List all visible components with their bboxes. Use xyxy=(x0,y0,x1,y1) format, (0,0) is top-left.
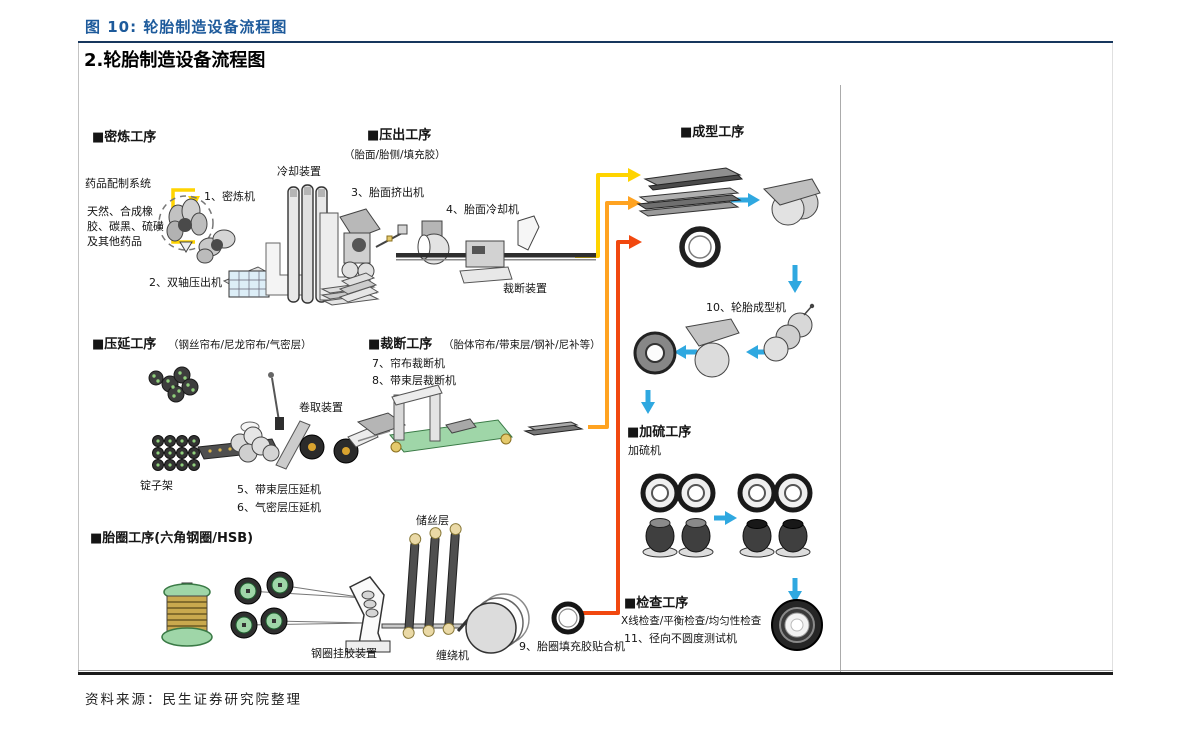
calender-rollers-illustration xyxy=(230,421,280,463)
tread-extruder-illustration xyxy=(338,208,408,303)
belt-calender-label: 5、带束层压延机 xyxy=(237,483,321,496)
bead-wheels-illustration xyxy=(230,571,376,639)
flow-line-red xyxy=(583,240,629,615)
frame-bottom-rule xyxy=(78,672,1113,675)
image-edge-rule xyxy=(840,85,841,673)
cutting-device-label: 裁断装置 xyxy=(503,282,547,295)
twin-extruder-label: 2、双轴压出机 xyxy=(149,276,222,289)
belt-cutter-label: 8、带束层裁断机 xyxy=(372,374,456,387)
bead-coater-illustration xyxy=(345,576,463,653)
section-title-inspection: ■检查工序 xyxy=(624,596,689,611)
twin-extruder-illustration xyxy=(196,229,276,298)
bead-coater-label: 钢圈挂胶装置 xyxy=(311,647,377,660)
bead-ring-illustration xyxy=(551,601,585,635)
bead-spool-illustration xyxy=(161,582,213,647)
vulcanizer-label: 加硫机 xyxy=(628,444,661,457)
wire-storage-illustration xyxy=(402,523,474,639)
section-heading: 2.轮胎制造设备流程图 xyxy=(84,50,266,71)
flow-arrowhead-orange xyxy=(628,196,641,210)
section-title-calendering: ■压延工序 xyxy=(92,337,157,352)
tread-extruder-label: 3、胎面挤出机 xyxy=(351,186,424,199)
vulcanizer-illustration xyxy=(640,473,813,558)
materials-label: 天然、合成橡胶、碳黑、硫磺及其他药品 xyxy=(87,205,164,248)
inspection-methods-label: X线检查/平衡检查/均匀性检查 xyxy=(621,615,762,627)
spool-cluster-illustration xyxy=(148,366,284,430)
wire-storage-label: 储丝层 xyxy=(416,514,449,527)
mixer-illustration xyxy=(158,188,214,253)
tire-building-machine-illustration xyxy=(633,303,815,378)
section-sub-calendering: （钢丝帘布/尼龙帘布/气密层） xyxy=(168,339,312,351)
flowchart-canvas xyxy=(148,167,823,654)
section-title-bead: ■胎圈工序(六角钢圈/HSB) xyxy=(90,531,254,546)
flow-arrowhead-red xyxy=(629,235,642,249)
inspection-tire-illustration xyxy=(771,599,823,651)
cutter-illustration xyxy=(356,384,584,453)
section-title-cutting: ■裁断工序 xyxy=(368,337,433,352)
section-title-mixing: ■密炼工序 xyxy=(92,130,157,145)
figure-caption: 图 10: 轮胎制造设备流程图 xyxy=(85,18,288,36)
section-sub-extrusion: （胎面/胎侧/填充胶） xyxy=(344,149,446,161)
source-note: 资料来源：民生证券研究院整理 xyxy=(85,692,302,708)
cord-cutter-label: 7、帘布裁断机 xyxy=(372,357,445,370)
cooling-device-label: 冷却装置 xyxy=(277,165,321,178)
section-title-vulcanizing: ■加硫工序 xyxy=(627,425,692,440)
flow-line-orange xyxy=(588,201,628,429)
winding-machine-illustration xyxy=(465,593,530,654)
bead-filler-label: 9、胎圈填充胶贴合机 xyxy=(519,640,625,653)
cutting-device-illustration xyxy=(459,215,540,284)
molding-components-illustration xyxy=(636,167,821,268)
section-title-molding: ■成型工序 xyxy=(680,125,745,140)
mixer-label: 1、密炼机 xyxy=(204,190,255,203)
frame-left-rule xyxy=(78,43,79,673)
tread-cooler-label: 4、胎面冷却机 xyxy=(446,203,519,216)
innerliner-calender-label: 6、气密层压延机 xyxy=(237,501,321,514)
chemical-system-label: 药品配制系统 xyxy=(85,177,151,190)
winding-machine-label: 缠绕机 xyxy=(436,649,469,662)
caption-underline-rule xyxy=(78,41,1113,43)
frame-right-rule xyxy=(1112,43,1113,673)
roundness-tester-label: 11、径向不圆度测试机 xyxy=(624,632,737,645)
flow-arrowhead-yellow xyxy=(628,168,641,182)
section-sub-cutting: （胎体帘布/带束层/钢补/尼补等） xyxy=(443,339,601,351)
section-title-extrusion: ■压出工序 xyxy=(367,128,432,143)
winder-label: 卷取装置 xyxy=(299,401,343,414)
blue-arrows xyxy=(641,193,802,603)
frame-bottom-thin-rule xyxy=(78,670,1113,671)
tire-building-label: 10、轮胎成型机 xyxy=(706,301,786,314)
spindle-rack-label: 锭子架 xyxy=(140,479,173,492)
